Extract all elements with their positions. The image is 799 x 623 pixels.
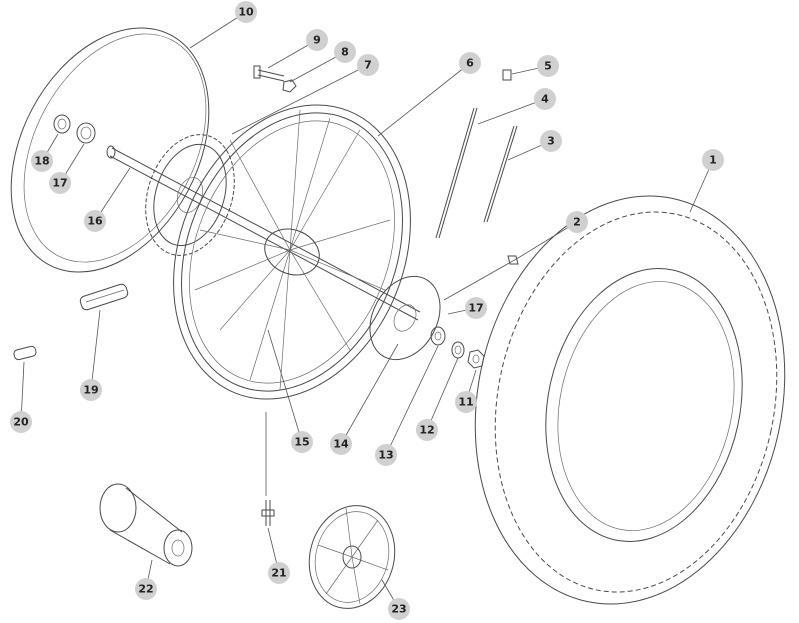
part-washer-12 (451, 341, 465, 359)
part-brake-disc (369, 275, 441, 361)
svg-text:21: 21 (271, 567, 286, 580)
svg-text:12: 12 (419, 424, 434, 437)
part-sprocket (145, 134, 235, 256)
svg-text:16: 16 (87, 215, 103, 228)
part-bolt-9 (253, 65, 285, 82)
callout-21: 21 (268, 562, 290, 584)
callout-10: 10 (235, 1, 257, 23)
callout-18: 18 (31, 150, 53, 172)
callout-8: 8 (334, 41, 356, 63)
svg-text:7: 7 (364, 59, 372, 72)
callout-7: 7 (357, 54, 379, 76)
svg-text:14: 14 (333, 438, 349, 451)
svg-text:22: 22 (138, 583, 153, 596)
part-wheel-rim (173, 104, 411, 400)
part-wheel-assembly-23 (308, 505, 396, 609)
callout-23: 23 (388, 598, 410, 620)
part-chain-19 (79, 283, 129, 311)
callout-19: 19 (80, 379, 102, 401)
callout-3: 3 (540, 130, 562, 152)
part-screw-5 (502, 69, 512, 81)
svg-text:6: 6 (466, 57, 474, 70)
svg-text:15: 15 (294, 436, 309, 449)
part-valve-21 (261, 500, 275, 526)
part-tire (474, 195, 786, 605)
callout-9: 9 (306, 29, 328, 51)
part-spacer-13 (430, 326, 446, 346)
svg-text:3: 3 (547, 135, 555, 148)
part-bearing-18 (53, 114, 71, 134)
callout-13: 13 (375, 444, 397, 466)
callout-22: 22 (135, 578, 157, 600)
callout-12: 12 (416, 419, 438, 441)
callout-2: 2 (566, 211, 588, 233)
callout-20: 20 (10, 411, 32, 433)
leader-lines (20, 11, 714, 610)
callout-4: 4 (534, 88, 556, 110)
callout-17-right: 17 (465, 297, 487, 319)
part-bearing-17-left (76, 122, 96, 144)
svg-text:23: 23 (391, 603, 406, 616)
svg-text:11: 11 (458, 396, 473, 409)
part-screw-2 (507, 255, 519, 265)
part-hub-22 (99, 483, 193, 567)
part-chain-link-20 (13, 345, 37, 361)
svg-text:8: 8 (341, 46, 349, 59)
svg-text:20: 20 (13, 416, 29, 429)
callout-11: 11 (455, 391, 477, 413)
callout-14: 14 (330, 433, 352, 455)
svg-text:17: 17 (52, 177, 67, 190)
svg-text:13: 13 (378, 449, 393, 462)
part-cover-disc (10, 27, 210, 273)
callout-16: 16 (84, 210, 106, 232)
svg-text:2: 2 (573, 216, 581, 229)
svg-text:4: 4 (541, 93, 549, 106)
callout-15: 15 (291, 431, 313, 453)
callout-6: 6 (459, 52, 481, 74)
callout-badges: 1 2 3 4 5 6 7 8 9 10 11 12 13 14 15 16 1… (10, 1, 724, 620)
svg-text:10: 10 (238, 6, 254, 19)
svg-text:1: 1 (709, 154, 717, 167)
part-axle (106, 145, 421, 321)
callout-17-left: 17 (49, 172, 71, 194)
svg-text:19: 19 (83, 384, 98, 397)
svg-text:17: 17 (468, 302, 483, 315)
svg-text:5: 5 (544, 60, 552, 73)
svg-text:18: 18 (34, 155, 49, 168)
part-nut-8 (282, 79, 297, 93)
wheel-spokes (194, 109, 391, 391)
callout-1: 1 (702, 149, 724, 171)
part-rod-3 (483, 125, 518, 223)
callout-5: 5 (537, 55, 559, 77)
svg-text:9: 9 (313, 34, 321, 47)
part-rod-4 (435, 107, 478, 239)
